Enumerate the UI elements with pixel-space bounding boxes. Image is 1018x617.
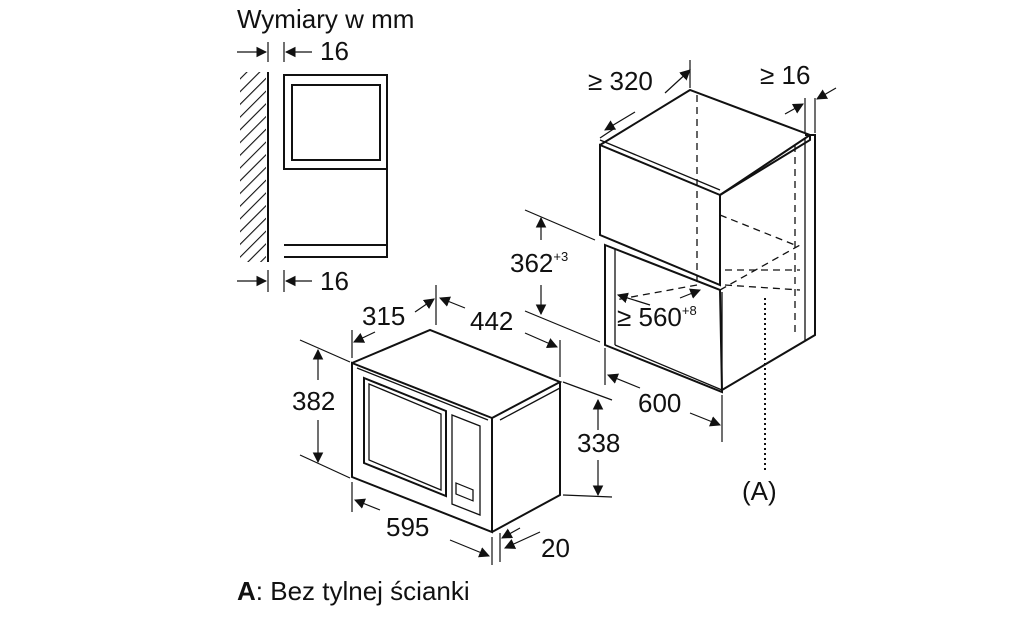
- hidden-shelf-1: [719, 214, 796, 246]
- oven-body-edge: [499, 387, 561, 421]
- front-panel-lip: [599, 139, 721, 191]
- hidden-shelf-2: [719, 244, 801, 291]
- dim-595-arrow-2: [449, 539, 490, 558]
- dim-338-ext-2: [562, 494, 613, 498]
- oven-window: [363, 376, 447, 498]
- right-side-panel: [721, 134, 816, 391]
- lower-cabinet-profile: [284, 168, 388, 258]
- dim-20-arrow-1: [501, 527, 521, 539]
- dim-442-arrow-2: [524, 332, 558, 349]
- marker-a-label: (A): [742, 476, 777, 506]
- dim-600-arrow-1: [606, 373, 641, 389]
- legend-text: : Bez tylnej ścianki: [256, 576, 470, 606]
- diagram-title: Wymiary w mm: [237, 4, 414, 34]
- dim-362-label: 362+3: [510, 248, 568, 278]
- dim-600-arrow-2: [689, 412, 722, 427]
- dim-16-top-label: 16: [320, 36, 349, 66]
- built-in-microwave: 315 442 382 338 595 20: [292, 285, 620, 565]
- dim-442-arrow-1: [438, 296, 466, 309]
- legend-key: A: [237, 576, 256, 606]
- dim-560-value: ≥ 560: [617, 302, 682, 332]
- upper-cabinet-side: [719, 135, 811, 196]
- dim-362-ext-2: [524, 310, 601, 343]
- dim-338-label: 338: [577, 428, 620, 458]
- oven-window-inner: [368, 383, 442, 491]
- oven-body-top: [351, 328, 563, 419]
- dim-16-side-arrow-1: [784, 103, 804, 115]
- dim-16-bottom-label: 16: [320, 266, 349, 296]
- upper-cabinet-top: [599, 88, 813, 196]
- upper-cabinet-front: [599, 143, 721, 287]
- dim-315-label: 315: [362, 301, 405, 331]
- dim-320-arrow-2: [664, 69, 691, 94]
- dim-315-arrow-1: [353, 331, 376, 343]
- cabinet-niche: (A) ≥ 320 ≥ 16 362+3 ≥ 560+8 600: [510, 60, 837, 506]
- dim-320-arrow-1: [604, 111, 636, 131]
- dim-560-label: ≥ 560+8: [617, 302, 697, 332]
- dim-362-value: 362: [510, 248, 553, 278]
- dim-16-side-label: ≥ 16: [760, 60, 810, 90]
- oven-control-panel: [451, 414, 481, 516]
- dim-20-arrow-2: [504, 531, 541, 549]
- dim-382-label: 382: [292, 386, 335, 416]
- niche-shelf-top: [614, 344, 723, 391]
- dim-338-ext-1: [562, 381, 613, 401]
- dim-560-tolerance: +8: [682, 303, 697, 318]
- hidden-floor: [614, 284, 698, 301]
- dim-442-label: 442: [470, 306, 513, 336]
- dim-320-label: ≥ 320: [588, 66, 653, 96]
- dim-362-ext-1: [524, 209, 596, 241]
- dim-16-side-arrow-2: [816, 87, 837, 100]
- dim-600-label: 600: [638, 388, 681, 418]
- side-view: 16 16: [237, 36, 388, 296]
- dim-560-arrow-1: [616, 292, 651, 306]
- dim-595-label: 595: [386, 512, 429, 542]
- oven-front-inner: [356, 367, 489, 421]
- oven-body-side: [491, 382, 561, 533]
- wall-hatching: [240, 72, 266, 262]
- upper-cabinet-profile: [283, 74, 388, 170]
- dim-560-arrow-2: [679, 288, 702, 299]
- dim-362-tolerance: +3: [553, 249, 568, 264]
- legend: A: Bez tylnej ścianki: [237, 576, 470, 606]
- oven-display: [455, 482, 474, 502]
- dim-382-ext-1: [299, 339, 351, 363]
- dim-595-arrow-1: [353, 498, 381, 511]
- hidden-back: [724, 284, 801, 291]
- dim-315-arrow-2: [414, 298, 435, 313]
- dim-382-ext-2: [299, 454, 351, 479]
- dim-20-label: 20: [541, 533, 570, 563]
